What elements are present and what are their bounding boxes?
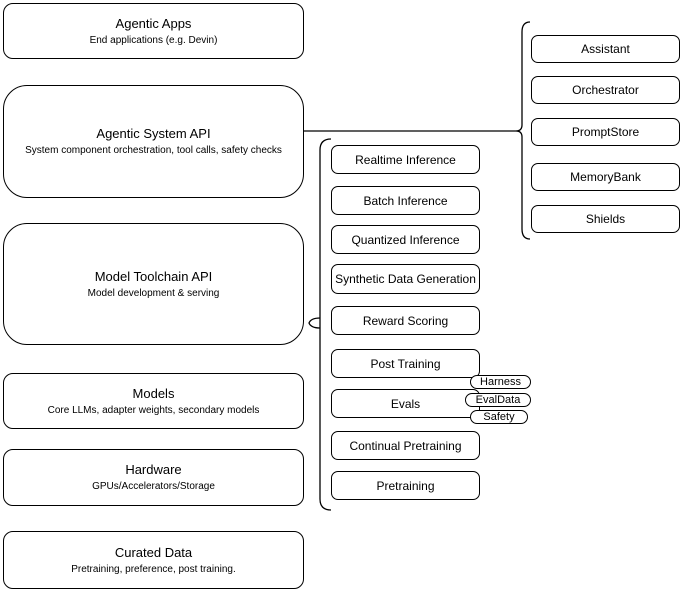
- node-agentic-system-api: Agentic System API System component orch…: [3, 85, 304, 198]
- node-shields: Shields: [531, 205, 680, 233]
- curly-model-toolchain-connector: [308, 317, 321, 329]
- node-subtitle: End applications (e.g. Devin): [89, 34, 218, 46]
- node-quantized-inference: Quantized Inference: [331, 225, 480, 254]
- node-pretraining: Pretraining: [331, 471, 480, 500]
- node-title: Curated Data: [114, 544, 193, 560]
- node-agentic-apps: Agentic Apps End applications (e.g. Devi…: [3, 3, 304, 59]
- node-title: Hardware: [125, 462, 182, 477]
- node-subtitle: Core LLMs, adapter weights, secondary mo…: [47, 404, 260, 416]
- node-promptstore: PromptStore: [531, 118, 680, 146]
- node-memorybank: MemoryBank: [531, 163, 680, 191]
- node-curated-data: Curated Data Pretraining, preference, po…: [3, 531, 304, 589]
- node-evals: Evals: [331, 389, 480, 418]
- bracket-right-column: [515, 21, 531, 240]
- node-synthetic-data-generation: Synthetic Data Generation: [331, 264, 480, 294]
- node-models: Models Core LLMs, adapter weights, secon…: [3, 373, 304, 429]
- node-subtitle: Pretraining, preference, post training.: [71, 563, 236, 575]
- node-title: Models: [132, 385, 175, 401]
- bracket-middle-column: [319, 138, 332, 511]
- node-reward-scoring: Reward Scoring: [331, 306, 480, 335]
- node-assistant: Assistant: [531, 35, 680, 63]
- node-subtitle: System component orchestration, tool cal…: [25, 145, 282, 156]
- tag-harness: Harness: [470, 375, 531, 389]
- node-title: Agentic System API: [96, 126, 211, 141]
- node-title: Model Toolchain API: [94, 268, 213, 284]
- node-continual-pretraining: Continual Pretraining: [331, 431, 480, 460]
- node-title: Agentic Apps: [115, 15, 192, 31]
- node-post-training: Post Training: [331, 349, 480, 378]
- node-batch-inference: Batch Inference: [331, 186, 480, 215]
- node-subtitle: Model development & serving: [87, 287, 220, 299]
- node-orchestrator: Orchestrator: [531, 76, 680, 104]
- node-model-toolchain-api: Model Toolchain API Model development & …: [3, 223, 304, 345]
- node-hardware: Hardware GPUs/Accelerators/Storage: [3, 449, 304, 506]
- node-subtitle: GPUs/Accelerators/Storage: [92, 481, 215, 492]
- tag-safety: Safety: [470, 410, 528, 424]
- node-realtime-inference: Realtime Inference: [331, 145, 480, 174]
- tag-evaldata: EvalData: [465, 393, 531, 407]
